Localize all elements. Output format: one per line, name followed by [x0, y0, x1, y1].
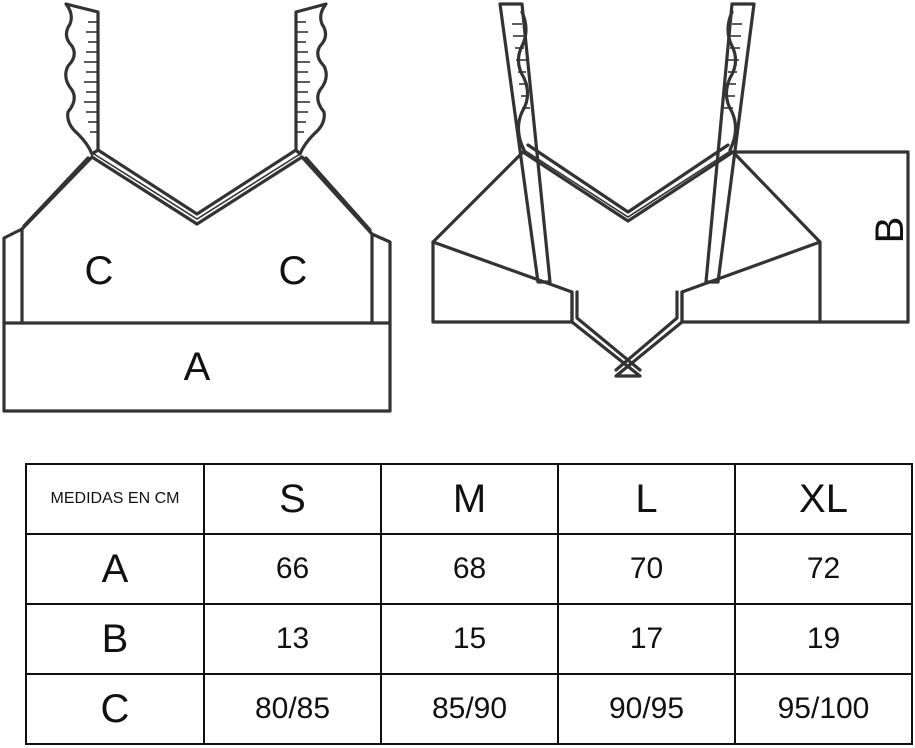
row-label-c: C: [25, 673, 205, 745]
label-height-b: B: [868, 217, 912, 244]
table-row: A 66 68 70 72: [25, 533, 913, 605]
label-band-a: A: [184, 345, 211, 389]
front-view: C C A: [2, 2, 392, 413]
front-underband: [2, 321, 392, 413]
back-strap-right: [704, 2, 756, 284]
front-body-outline: [2, 155, 392, 325]
table-cell: 19: [734, 603, 913, 675]
front-strap-ruffle-right: [294, 2, 328, 156]
table-cell: 80/85: [203, 673, 382, 745]
table-cell: 95/100: [734, 673, 913, 745]
front-armhole-binding-left: [22, 156, 90, 228]
row-label-b: B: [25, 603, 205, 675]
front-neckline-binding: [96, 148, 298, 216]
size-header-xl: XL: [734, 463, 913, 535]
table-cell: 66: [203, 533, 382, 605]
size-header-s: S: [203, 463, 382, 535]
table-row: C 80/85 85/90 90/95 95/100: [25, 673, 913, 745]
row-label-a: A: [25, 533, 205, 605]
table-row: B 13 15 17 19: [25, 603, 913, 675]
table-cell: 85/90: [380, 673, 559, 745]
label-cup-c-right: C: [279, 249, 308, 293]
table-header-row: MEDIDAS EN CM S M L XL: [25, 463, 913, 535]
front-strap-ruffle-left: [64, 2, 100, 156]
table-cell: 68: [380, 533, 559, 605]
measurement-b-bracket: [731, 150, 910, 324]
back-strap-left: [498, 2, 552, 284]
back-view: B: [431, 2, 912, 378]
table-cell: 70: [557, 533, 736, 605]
table-cell: 13: [203, 603, 382, 675]
label-cup-c-left: C: [85, 249, 114, 293]
size-measurement-table: MEDIDAS EN CM S M L XL A 66 68 70 72 B 1…: [25, 463, 913, 745]
front-armhole-binding-right: [304, 156, 372, 232]
table-cell: 90/95: [557, 673, 736, 745]
table-corner-label: MEDIDAS EN CM: [25, 463, 205, 535]
garment-technical-drawing: C C A: [2, 2, 912, 413]
size-header-m: M: [380, 463, 559, 535]
table-cell: 17: [557, 603, 736, 675]
size-header-l: L: [557, 463, 736, 535]
back-cross-straps: [570, 290, 684, 378]
table-cell: 15: [380, 603, 559, 675]
table-cell: 72: [734, 533, 913, 605]
back-body-outline: [431, 150, 822, 324]
